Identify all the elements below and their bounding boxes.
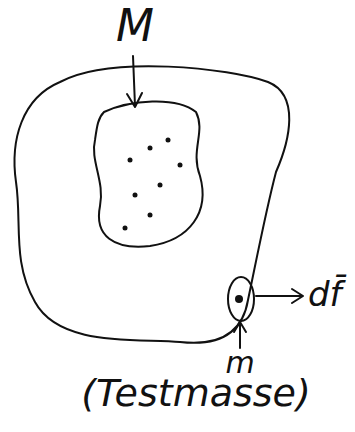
m-pointer-arrow bbox=[127, 56, 142, 107]
mass-dot bbox=[166, 138, 171, 143]
testmass-pointer-arrow bbox=[234, 322, 246, 348]
force-arrow bbox=[256, 289, 303, 303]
test-mass-caption: (Testmasse) bbox=[81, 374, 311, 412]
mass-dot bbox=[158, 183, 163, 188]
outer-region bbox=[15, 66, 290, 343]
mass-dot bbox=[148, 146, 153, 151]
test-mass-outline bbox=[228, 277, 254, 321]
force-label: df̄ bbox=[308, 277, 342, 311]
inner-mass-region bbox=[94, 101, 203, 246]
mass-dot bbox=[148, 213, 153, 218]
mass-dot bbox=[123, 226, 128, 231]
mass-dot bbox=[178, 163, 183, 168]
test-mass-dot bbox=[235, 295, 243, 303]
mass-dot bbox=[128, 158, 133, 163]
mass-label: M bbox=[116, 4, 154, 48]
mass-dot bbox=[133, 193, 138, 198]
